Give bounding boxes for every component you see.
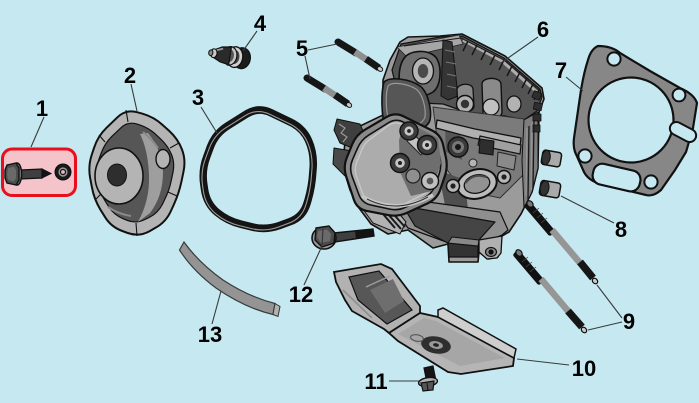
svg-text:6: 6 (537, 17, 549, 42)
svg-text:13: 13 (198, 322, 222, 347)
svg-text:4: 4 (254, 11, 267, 36)
svg-text:7: 7 (555, 58, 567, 83)
svg-text:11: 11 (364, 369, 387, 394)
svg-text:12: 12 (289, 282, 313, 307)
svg-text:1: 1 (36, 96, 48, 121)
svg-text:10: 10 (572, 356, 596, 381)
svg-text:2: 2 (124, 63, 136, 88)
svg-text:8: 8 (615, 217, 627, 242)
svg-text:9: 9 (623, 309, 635, 334)
svg-text:3: 3 (192, 85, 204, 110)
svg-text:5: 5 (296, 36, 308, 61)
